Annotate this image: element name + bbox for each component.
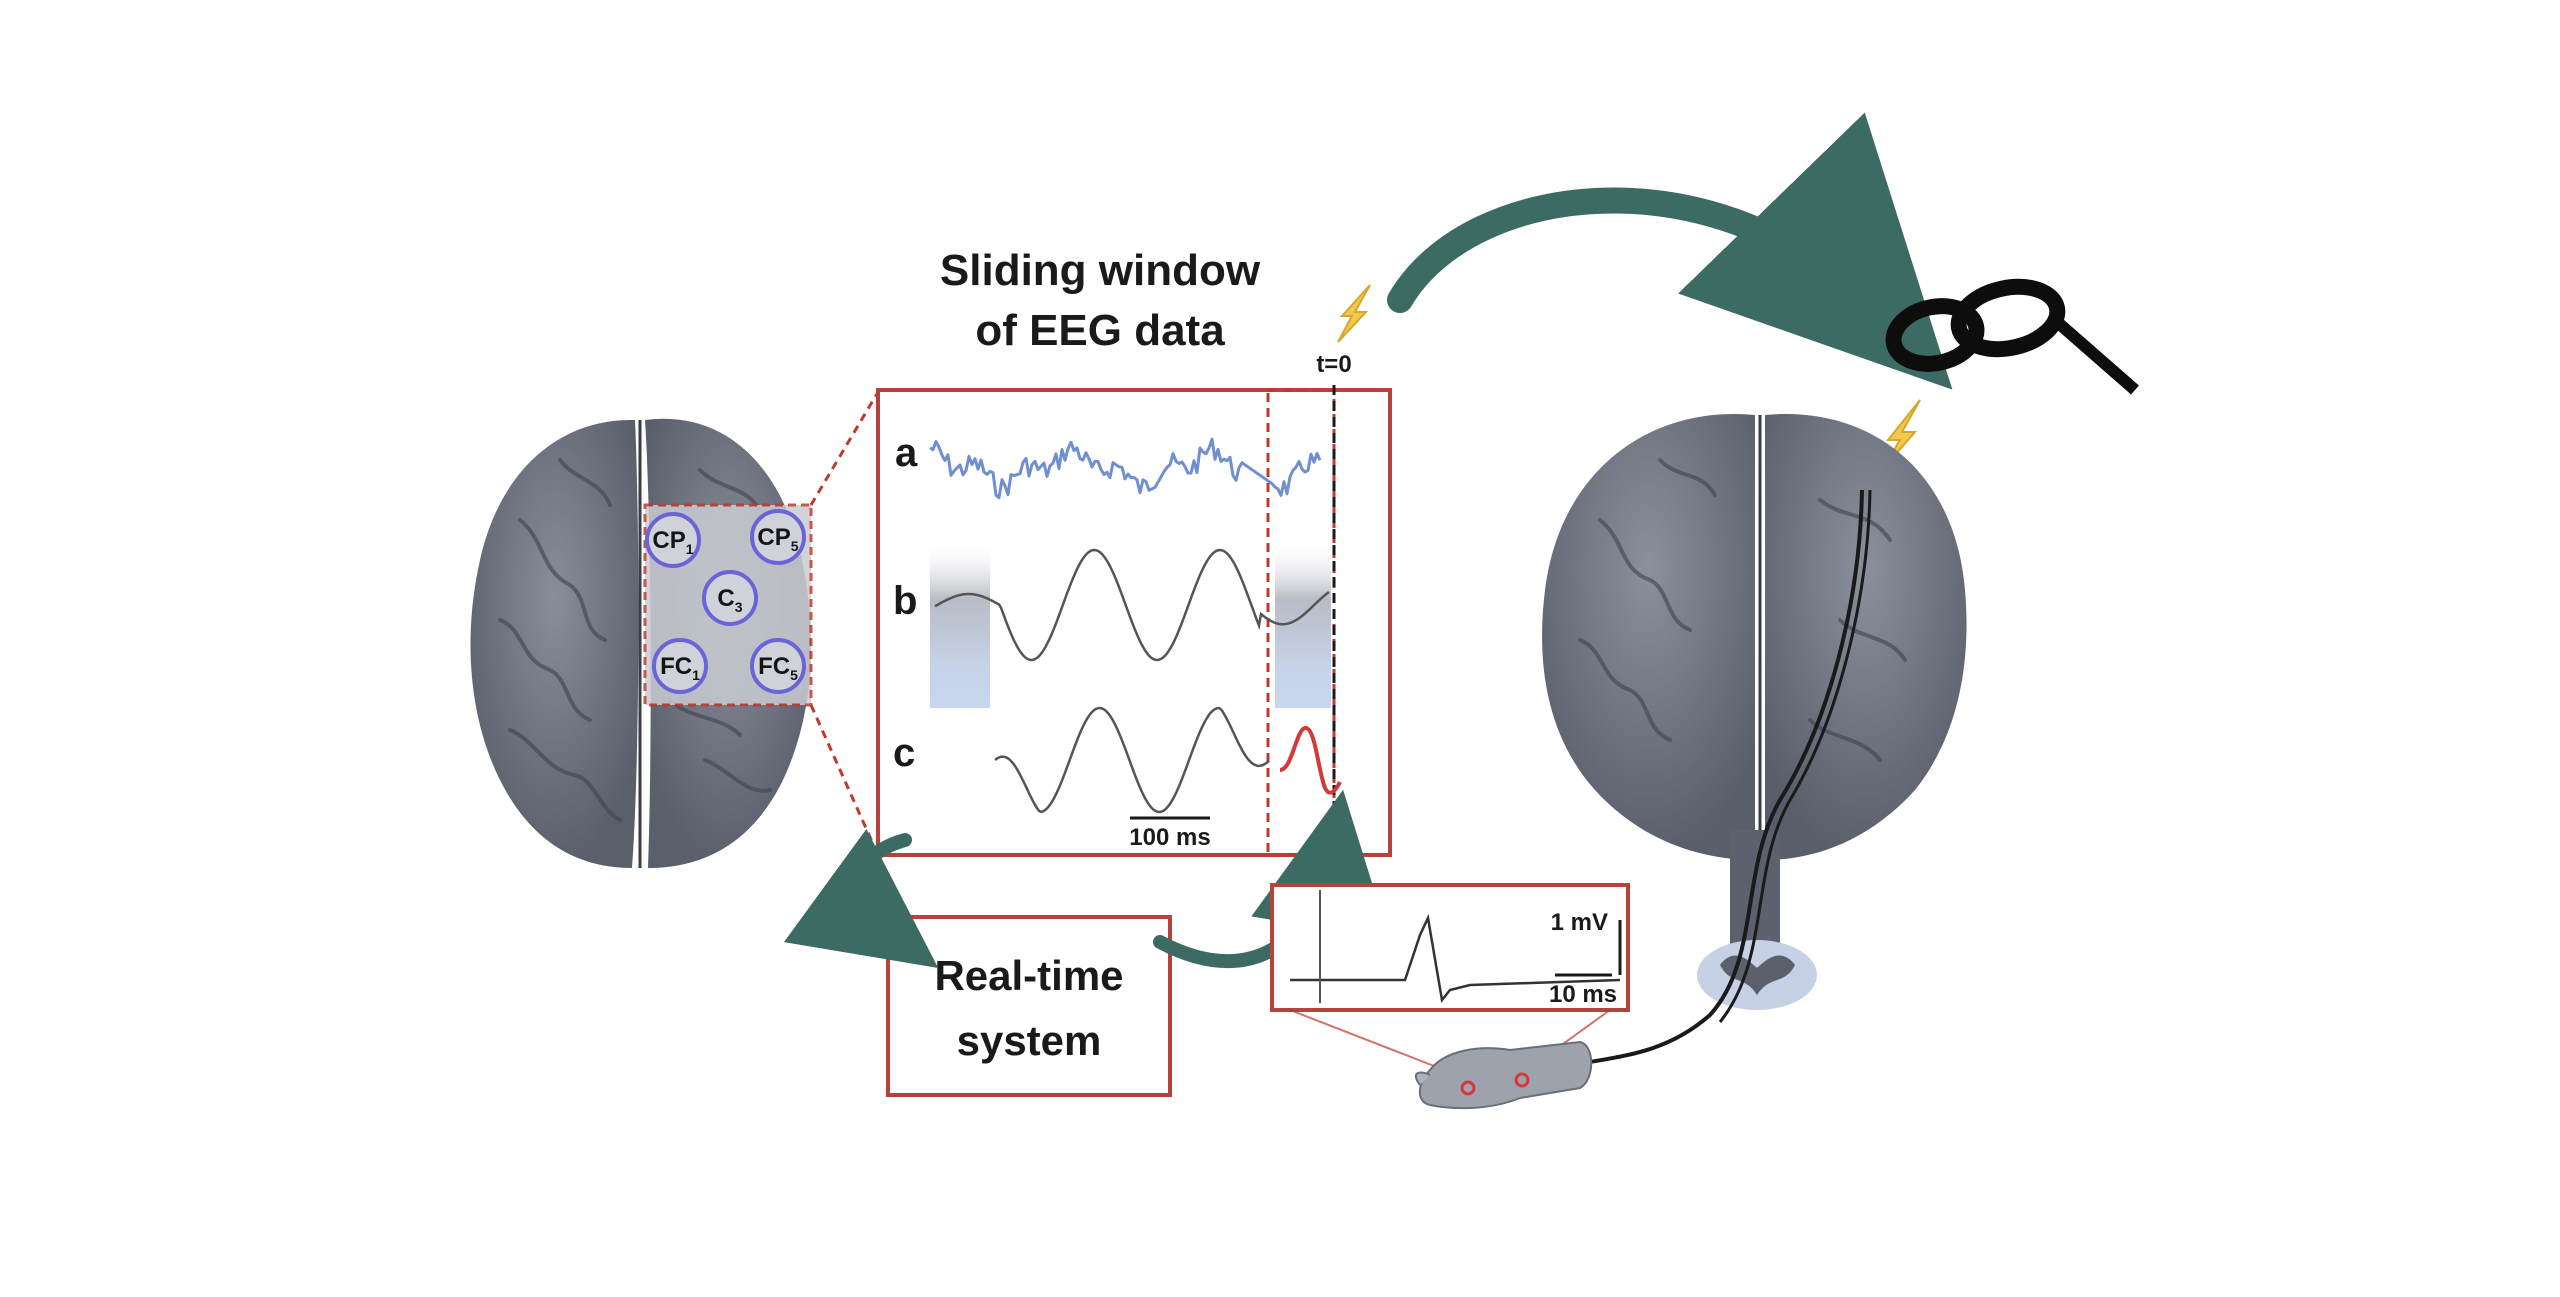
hand-icon [1414,1040,1593,1110]
emg-time-scale-label: 10 ms [1549,981,1617,1008]
nerve-path [1589,489,1864,1064]
electrode-fc1: FC1 [652,638,708,694]
electrode-patch: CP1 CP5 C3 FC1 FC5 [643,503,813,707]
zoom-lines [809,391,880,856]
diagram-title-line1: Sliding window [940,246,1261,295]
emg-box: 1 mV 10 ms [1270,883,1630,1012]
emg-electrode-2 [1514,1072,1530,1088]
shade-panel-left [930,540,990,708]
arrow-trigger-to-coil [1387,112,1953,390]
predicted-eeg-trace [994,706,1270,814]
lightning-bolt-icon [1337,284,1921,471]
real-time-system-line1: Real-time [934,952,1123,999]
real-time-system-box: Real-time system [886,915,1172,1097]
mep-trace [1290,913,1621,1003]
row-label-c: c [893,731,915,775]
svg-text:C3: C3 [717,585,742,615]
emg-voltage-scale-label: 1 mV [1551,909,1608,936]
electrode-cp1: CP1 [645,512,701,568]
emg-electrode-1 [1460,1080,1476,1096]
electrode-c3: C3 [702,570,758,626]
real-time-system-line2: system [957,1017,1102,1064]
diagram-title-line2: of EEG data [975,306,1225,355]
raw-eeg-trace [929,437,1322,500]
svg-text:CP1: CP1 [652,527,693,557]
spinal-cord-icon [1697,940,1817,1010]
svg-text:FC1: FC1 [660,653,700,683]
electrode-cp5: CP5 [750,509,806,565]
time-zero-label: t=0 [1316,351,1351,378]
svg-text:CP5: CP5 [757,524,798,554]
electrode-fc5: FC5 [750,638,806,694]
row-label-b: b [893,579,917,623]
eeg-time-scale-label: 100 ms [1129,824,1210,851]
filtered-eeg-trace [934,548,1330,662]
arrow-eeg-to-system [783,828,939,969]
row-label-a: a [895,431,918,475]
eeg-window-box: t=0 a b c 100 ms [876,351,1392,857]
tms-coil-icon [1885,278,2139,395]
svg-text:FC5: FC5 [758,653,798,683]
